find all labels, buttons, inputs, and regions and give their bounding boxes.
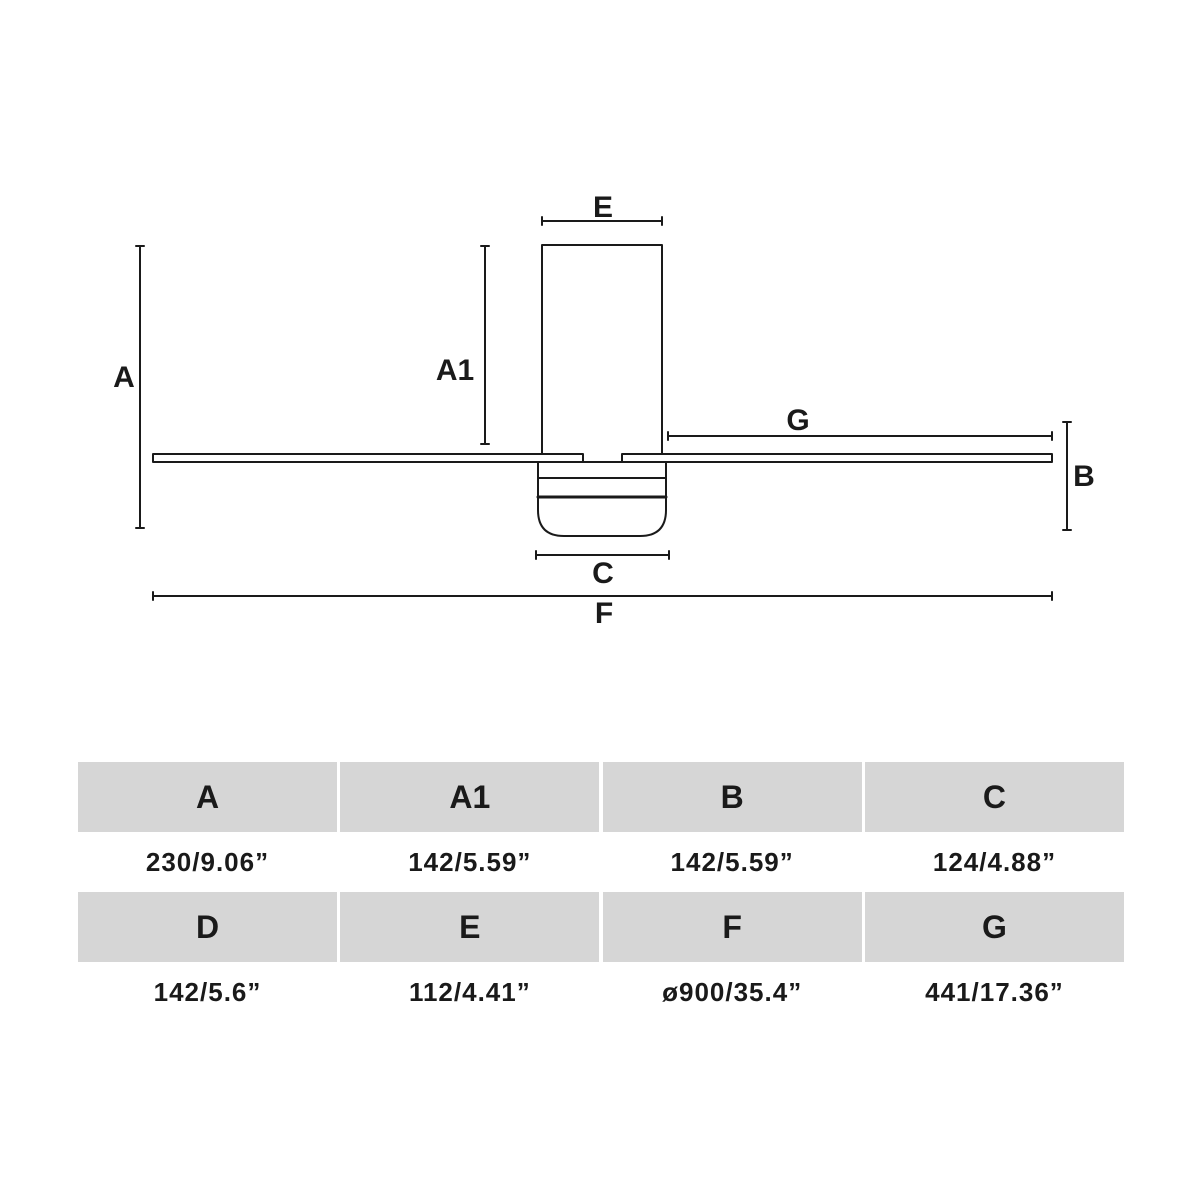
table-header-cell: C — [864, 762, 1124, 832]
dimension-line-B — [1062, 421, 1072, 531]
table-header-cell: F — [602, 892, 862, 962]
right-blade — [621, 453, 1053, 463]
dimension-line-A1 — [480, 245, 490, 445]
dimension-line-G — [667, 431, 1053, 441]
table-value-cell: 441/17.36” — [925, 977, 1064, 1007]
table-header-row: D E F G — [78, 892, 1124, 962]
table-header-cell: A1 — [340, 762, 600, 832]
table-header-cell: G — [864, 892, 1124, 962]
table-value-cell: 124/4.88” — [932, 847, 1057, 877]
label-B: B — [1073, 460, 1095, 493]
table-value-cell: 112/4.41” — [408, 977, 531, 1007]
dimension-line-F — [152, 591, 1053, 601]
dimension-line-C — [535, 550, 670, 560]
table-value-cell: 142/5.59” — [408, 847, 532, 877]
dimension-line-E — [541, 216, 663, 226]
left-blade — [152, 453, 584, 463]
table-value-cell: ø900/35.4” — [662, 977, 803, 1007]
table-header-cell: D — [78, 892, 337, 962]
table-value-cell: 230/9.06” — [145, 847, 270, 877]
dimensions-table: A A1 B C 230/9.06” 142/5.59” 142/5.59” 1… — [78, 762, 1124, 1022]
label-A: A — [113, 361, 135, 394]
label-G: G — [786, 404, 809, 437]
fan-dimension-diagram: A A1 E G B C F — [113, 191, 1095, 630]
motor-housing — [541, 244, 663, 463]
label-C: C — [592, 557, 614, 590]
table-value-row: 230/9.06” 142/5.59” 142/5.59” 124/4.88” — [78, 832, 1124, 892]
table-value-cell: 142/5.59” — [670, 847, 794, 877]
table-header-cell: B — [602, 762, 862, 832]
lower-cap-body — [537, 461, 667, 537]
label-A1: A1 — [436, 354, 474, 387]
label-E: E — [593, 191, 613, 224]
table-header-row: A A1 B C — [78, 762, 1124, 832]
dimension-line-A — [135, 245, 145, 529]
table-value-row: 142/5.6” 112/4.41” ø900/35.4” 441/17.36” — [78, 962, 1124, 1022]
label-F: F — [595, 597, 613, 630]
table-header-cell: A — [78, 762, 337, 832]
table-value-cell: 142/5.6” — [153, 977, 262, 1007]
table-header-cell: E — [340, 892, 600, 962]
